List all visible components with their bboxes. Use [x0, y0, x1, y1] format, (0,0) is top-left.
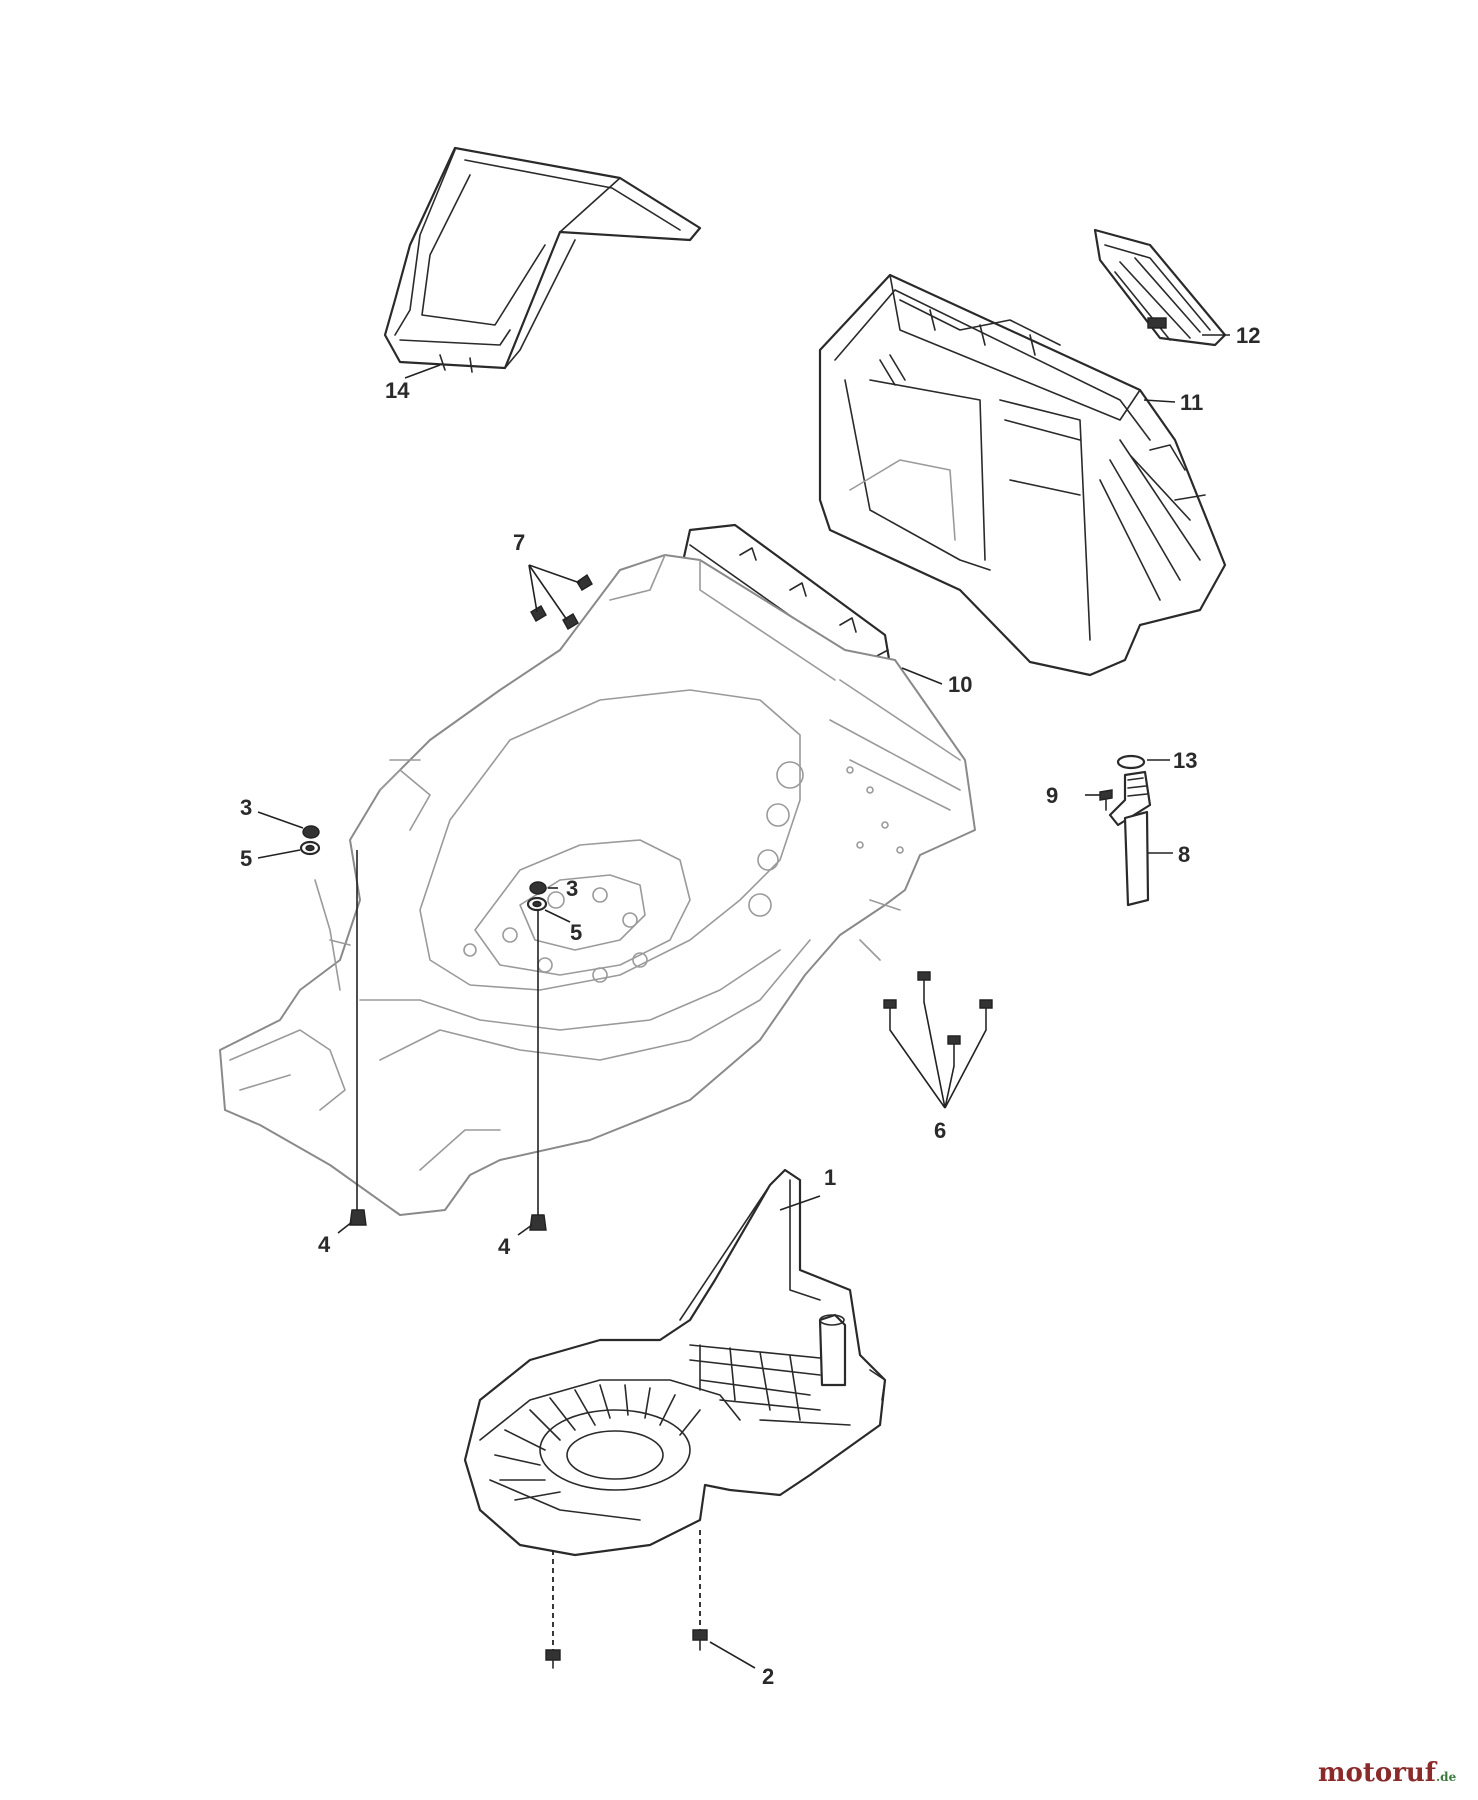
callout-9: 9: [1046, 783, 1058, 808]
screws-7-part: [530, 573, 593, 630]
callout-7: 7: [513, 530, 525, 555]
watermark-brand: motoruf: [1318, 1758, 1438, 1788]
svg-text:motoruf.de: motoruf.de: [1318, 1758, 1457, 1788]
callout-5-center: 5: [570, 920, 582, 945]
callout-5-left: 5: [240, 846, 252, 871]
callout-8: 8: [1178, 842, 1190, 867]
callout-1: 1: [824, 1165, 836, 1190]
watermark-suffix: .de: [1436, 1770, 1457, 1784]
height-lever-part: [1099, 754, 1152, 907]
callout-10: 10: [948, 672, 972, 697]
callout-12: 12: [1236, 323, 1260, 348]
bolts-4-part: [349, 1209, 547, 1231]
callout-11: 11: [1180, 390, 1203, 415]
nut-washer-left-part: [299, 825, 321, 856]
leader-lines: [257, 334, 1230, 1669]
callout-3-center: 3: [566, 876, 578, 901]
mower-deck: [219, 554, 976, 1216]
nut-washer-center-part: [526, 881, 548, 912]
screws-2-part: [545, 1629, 708, 1669]
screws-6-part: [883, 971, 993, 1067]
rear-housing-part: [818, 273, 1227, 677]
callout-13: 13: [1173, 748, 1197, 773]
deflector-flap-part: [383, 146, 702, 373]
blade-housing-part: [463, 1168, 887, 1557]
callout-3-left: 3: [240, 795, 252, 820]
callout-14: 14: [385, 378, 410, 403]
callout-4-left: 4: [318, 1232, 331, 1257]
callout-2: 2: [762, 1664, 774, 1689]
callout-4-center: 4: [498, 1234, 511, 1259]
callout-6: 6: [934, 1118, 946, 1143]
vent-grille-part: [1093, 228, 1227, 347]
callout-labels: 1 2 3 3 4 4 5 5 6 7 8 9 10 11 12 13 14: [240, 323, 1260, 1689]
motoruf-watermark: motoruf.de: [1318, 1758, 1457, 1788]
